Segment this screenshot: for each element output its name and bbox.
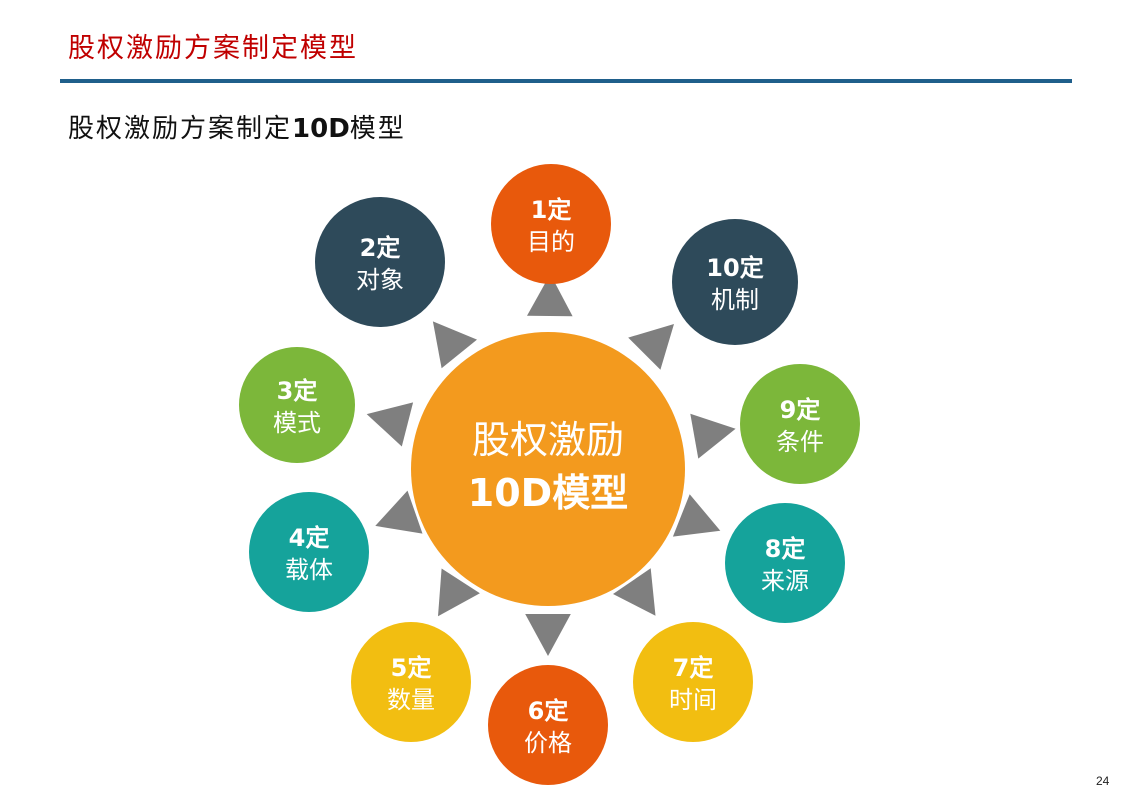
node-number: 3定 [277,377,318,405]
center-label-line1: 股权激励 [472,418,624,462]
center-circle [411,332,685,606]
node-label: 对象 [356,266,404,294]
subtitle-suffix: 模型 [349,114,406,144]
subtitle: 股权激励方案制定10D模型 [68,108,406,145]
node-circle [488,665,608,785]
triangle-arrow-icon [438,568,480,617]
triangle-arrow-icon [672,494,721,537]
triangle-arrow-icon [628,324,674,370]
node-number: 7定 [673,654,714,682]
node-number: 4定 [289,524,330,552]
node-circle [239,347,355,463]
node-label: 机制 [711,286,759,314]
triangle-arrow-icon [375,490,423,534]
node-circle [491,164,611,284]
node-circle [351,622,471,742]
node-label: 条件 [776,428,824,456]
node-circle [740,364,860,484]
node-number: 5定 [391,654,432,682]
node-circle [315,197,445,327]
node-label: 载体 [285,556,333,584]
node-circle [725,503,845,623]
node-label: 目的 [527,228,575,256]
node-label: 数量 [387,686,435,714]
subtitle-bold: 10D [292,114,350,144]
triangle-arrow-icon [366,402,414,447]
node-label: 时间 [669,686,717,714]
node-label: 价格 [524,729,572,757]
node-label: 模式 [273,409,321,437]
triangle-arrow-icon [525,614,571,656]
center-label-line2: 10D模型 [468,471,628,515]
triangle-arrow-icon [432,321,477,369]
node-number: 1定 [531,196,572,224]
node-number: 10定 [706,254,763,282]
node-number: 9定 [780,396,821,424]
node-circle [633,622,753,742]
node-circle [249,492,369,612]
node-label: 来源 [761,567,809,595]
triangle-arrow-icon [527,274,573,317]
page-number: 24 [1096,774,1110,788]
subtitle-prefix: 股权激励方案制定 [68,114,293,144]
node-number: 6定 [528,697,569,725]
node-number: 8定 [765,535,806,563]
node-number: 2定 [360,234,401,262]
title-divider [60,79,1072,83]
slide-title: 股权激励方案制定模型 [68,33,358,64]
triangle-arrow-icon [690,413,736,459]
triangle-arrow-icon [613,568,656,616]
node-circle [672,219,798,345]
